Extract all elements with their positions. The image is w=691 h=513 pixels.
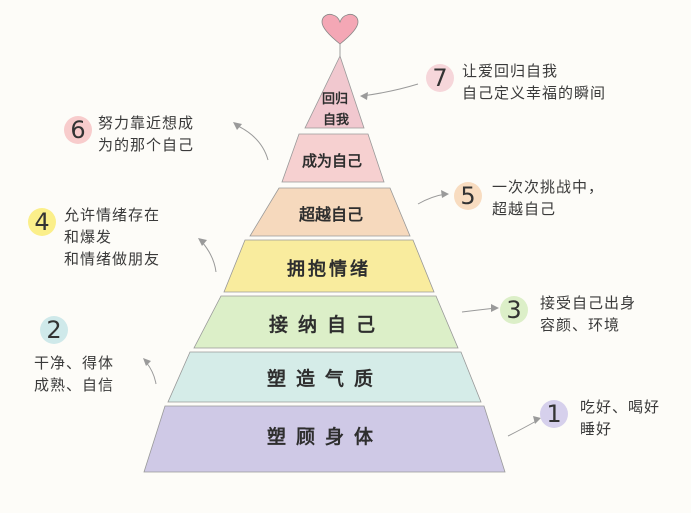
badge-7: 7 bbox=[426, 64, 454, 92]
tier-2-label: 塑造气质 bbox=[267, 367, 383, 390]
note-2-line2: 成熟、自信 bbox=[34, 376, 115, 394]
tier-4 bbox=[223, 239, 435, 293]
note-3: 接受自己出身 容颜、环境 bbox=[540, 292, 636, 336]
arrow-2-head bbox=[143, 358, 151, 366]
note-7: 让爱回归自我 自己定义幸福的瞬间 bbox=[462, 60, 606, 104]
note-4-line1: 允许情绪存在 bbox=[64, 206, 161, 224]
tier-4-label: 拥抱情绪 bbox=[287, 258, 371, 280]
note-6-line2: 为的那个自己 bbox=[98, 136, 195, 154]
note-3-line1: 接受自己出身 bbox=[540, 294, 637, 312]
badge-2: 2 bbox=[40, 316, 68, 344]
badge-4: 4 bbox=[28, 208, 56, 236]
arrow-3-head bbox=[491, 304, 499, 312]
arrow-1-head bbox=[533, 416, 541, 424]
badge-5: 5 bbox=[454, 182, 482, 210]
arrow-2 bbox=[145, 361, 157, 385]
note-5-line2: 超越自己 bbox=[492, 200, 557, 218]
note-1-line2: 睡好 bbox=[580, 420, 613, 438]
arrow-6-head bbox=[233, 122, 242, 130]
arrow-4-head bbox=[198, 238, 207, 246]
tier-6-label: 成为自己 bbox=[302, 152, 362, 170]
badge-1: 1 bbox=[540, 400, 568, 428]
note-6-line1: 努力靠近想成 bbox=[98, 114, 195, 132]
note-7-line1: 让爱回归自我 bbox=[462, 62, 559, 80]
arrow-7-head bbox=[360, 92, 368, 100]
note-4-line3: 和情绪做朋友 bbox=[64, 250, 161, 268]
note-4-line2: 和爆发 bbox=[64, 228, 113, 246]
tier-7-label-line1: 回归 bbox=[322, 91, 348, 107]
tier-5 bbox=[249, 187, 411, 237]
note-5: 一次次挑战中， 超越自己 bbox=[492, 176, 604, 220]
tier-3-label: 接纳自己 bbox=[269, 313, 385, 336]
tier-1 bbox=[143, 405, 506, 473]
tier-7 bbox=[304, 54, 365, 129]
note-5-line1: 一次次挑战中， bbox=[492, 178, 605, 196]
note-7-line2: 自己定义幸福的瞬间 bbox=[462, 84, 607, 102]
arrow-3 bbox=[461, 307, 497, 313]
note-2: 干净、得体 成熟、自信 bbox=[34, 352, 114, 396]
note-2-line1: 干净、得体 bbox=[34, 354, 115, 372]
note-3-line2: 容颜、环境 bbox=[540, 316, 621, 334]
note-1-line1: 吃好、喝好 bbox=[580, 398, 661, 416]
tier-3 bbox=[193, 295, 459, 349]
heart-icon bbox=[321, 14, 359, 45]
badge-3: 3 bbox=[500, 296, 528, 324]
tier-2 bbox=[167, 351, 482, 403]
note-6: 努力靠近想成 为的那个自己 bbox=[98, 112, 194, 156]
tier-5-label: 超越自己 bbox=[298, 205, 363, 224]
badge-6: 6 bbox=[64, 116, 92, 144]
arrow-6 bbox=[237, 125, 269, 161]
note-1: 吃好、喝好 睡好 bbox=[580, 396, 660, 440]
arrow-7 bbox=[361, 83, 419, 97]
arrow-5-head bbox=[441, 190, 449, 198]
arrow-4 bbox=[201, 241, 217, 273]
tier-7-label-line2: 自我 bbox=[323, 112, 349, 128]
tier-1-label: 塑顾身体 bbox=[267, 425, 383, 448]
tier-6 bbox=[281, 133, 385, 183]
note-4: 允许情绪存在 和爆发 和情绪做朋友 bbox=[64, 204, 160, 270]
arrow-1 bbox=[507, 419, 539, 437]
